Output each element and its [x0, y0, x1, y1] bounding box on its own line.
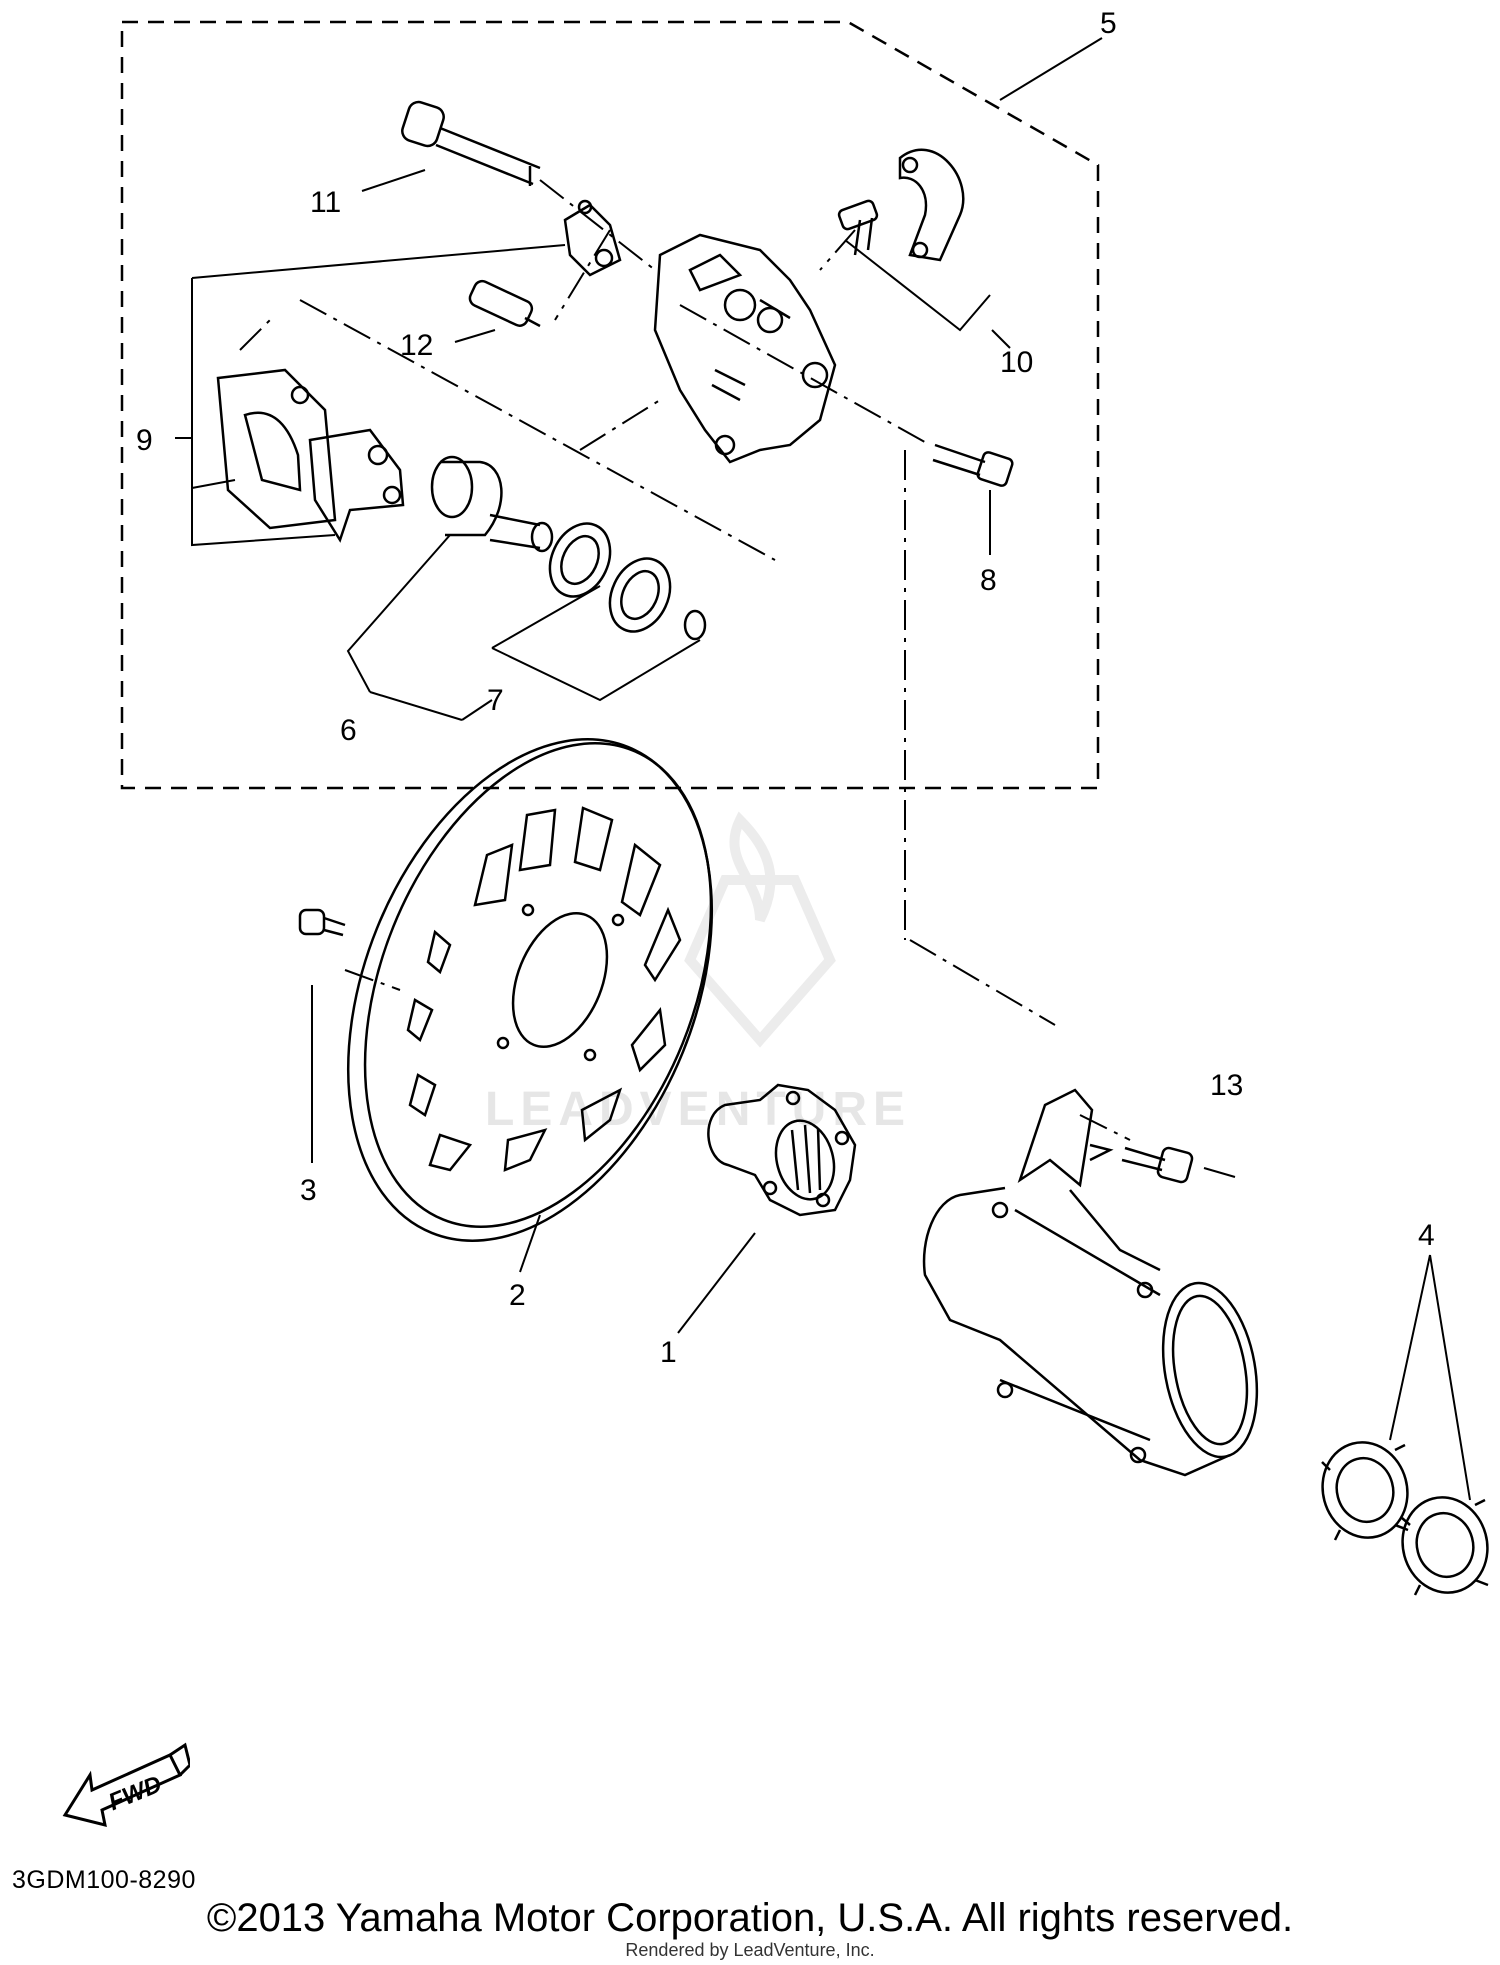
callout-13: 13	[1210, 1069, 1243, 1102]
callout-6: 6	[340, 714, 357, 747]
callout-2: 2	[509, 1279, 526, 1312]
callout-12: 12	[400, 329, 433, 362]
forward-arrow-icon: FWD	[62, 1742, 190, 1828]
rendered-by-credit: Rendered by LeadVenture, Inc.	[625, 1940, 875, 1960]
callout-4: 4	[1418, 1219, 1435, 1252]
bracket-clip-10	[837, 148, 965, 262]
callout-8: 8	[980, 564, 997, 597]
caliper-bolt-8	[932, 443, 1014, 487]
callout-10: 10	[1000, 346, 1033, 379]
watermark-text: LEADVENTURE	[485, 1083, 911, 1136]
callout-7: 7	[487, 684, 504, 717]
callout-1: 1	[660, 1336, 677, 1369]
caliper-parts	[216, 100, 1014, 641]
copyright-notice: ©2013 Yamaha Motor Corporation, U.S.A. A…	[206, 1896, 1294, 1940]
callout-3: 3	[300, 1174, 317, 1207]
brake-pads-9	[216, 368, 405, 543]
bleed-screw-12	[468, 279, 541, 328]
callout-5: 5	[1100, 7, 1117, 40]
caliper-body	[653, 233, 837, 464]
disc-cutouts	[406, 806, 682, 1172]
callout-11: 11	[310, 186, 341, 219]
pad-support-9	[563, 199, 622, 277]
brake-disc-2	[346, 738, 714, 1242]
disc-bolt-3	[298, 908, 346, 937]
alignment-lines	[239, 179, 1131, 1141]
piston-seals-7	[548, 522, 707, 641]
callout-9: 9	[136, 424, 153, 457]
watermark-logo	[684, 811, 836, 1048]
piston-6	[430, 455, 554, 553]
fwd-label: FWD	[105, 1771, 166, 1817]
caliper-bracket-housing	[922, 1088, 1259, 1477]
pad-pin-bolt-11	[401, 100, 541, 186]
diagram-code: 3GDM100-8290	[12, 1866, 196, 1894]
caliper-assembly-boundary	[120, 20, 1100, 790]
leader-lines	[175, 37, 1471, 1501]
ring-nuts-4	[1321, 1441, 1489, 1596]
bracket-bolt-13	[1121, 1146, 1194, 1184]
sprocket-hub-1	[707, 1083, 857, 1217]
